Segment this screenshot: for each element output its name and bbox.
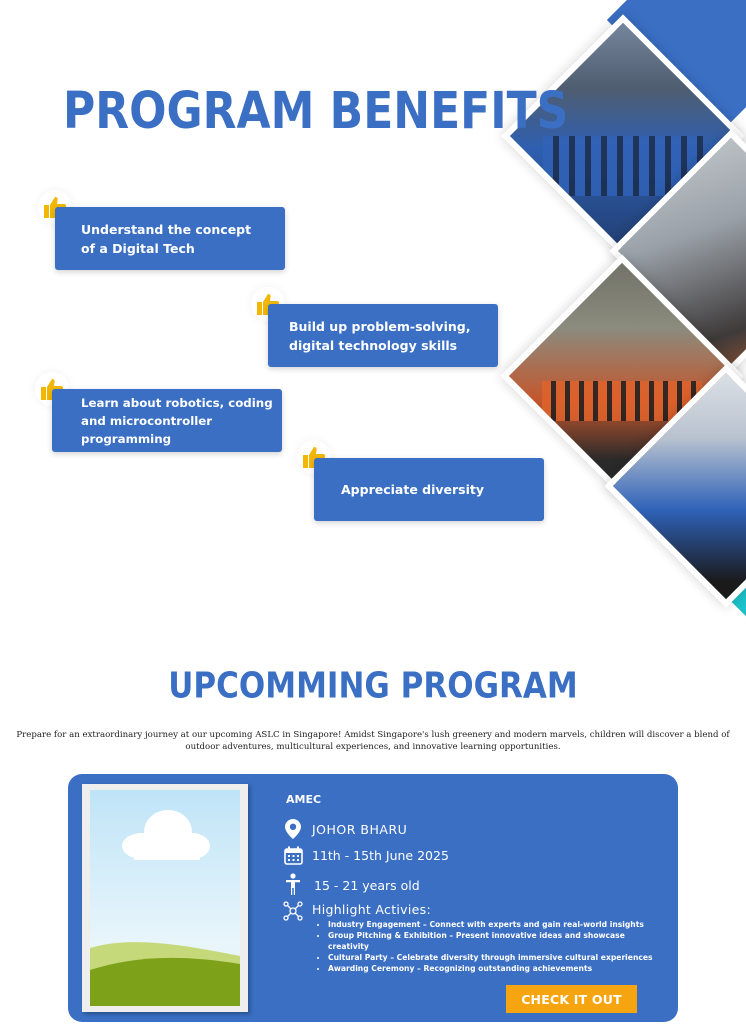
- benefit-label: Understand the concept of a Digital Tech: [81, 221, 252, 256]
- highlights-list: Industry Engagement – Connect with exper…: [318, 919, 668, 974]
- list-item: Industry Engagement – Connect with exper…: [328, 919, 668, 930]
- benefit-label: Appreciate diversity: [341, 482, 485, 497]
- benefit-label: Learn about robotics, coding and microco…: [81, 395, 273, 446]
- program-name: AMEC: [286, 793, 322, 806]
- highlights-title: Highlight Activies:: [312, 902, 431, 917]
- page-title: PROGRAM BENEFITS: [63, 82, 569, 141]
- person-icon: [282, 873, 304, 895]
- section-intro: Prepare for an extraordinary journey at …: [16, 730, 730, 752]
- benefit-card-1: Understand the concept of a Digital Tech: [55, 207, 285, 270]
- calendar-icon: [282, 844, 304, 866]
- location-pin-icon: [282, 818, 304, 840]
- benefit-card-4: Appreciate diversity: [314, 458, 544, 521]
- benefit-label: Build up problem-solving, digital techno…: [289, 318, 471, 353]
- program-dates: 11th - 15th June 2025: [312, 848, 449, 863]
- list-item: Awarding Ceremony – Recognizing outstand…: [328, 963, 668, 974]
- program-age: 15 - 21 years old: [314, 878, 420, 893]
- section-title: UPCOMMING PROGRAM: [168, 665, 578, 707]
- benefit-card-2: Build up problem-solving, digital techno…: [268, 304, 498, 367]
- check-it-out-button[interactable]: CHECK IT OUT: [506, 985, 637, 1013]
- program-location: JOHOR BHARU: [312, 822, 408, 837]
- program-image: [82, 784, 248, 1012]
- cloud-icon: [122, 810, 210, 860]
- network-icon: [282, 900, 304, 922]
- hills-illustration: [90, 942, 240, 1006]
- benefit-card-3: Learn about robotics, coding and microco…: [52, 389, 282, 452]
- list-item: Cultural Party – Celebrate diversity thr…: [328, 952, 668, 963]
- list-item: Group Pitching & Exhibition – Present in…: [328, 930, 668, 952]
